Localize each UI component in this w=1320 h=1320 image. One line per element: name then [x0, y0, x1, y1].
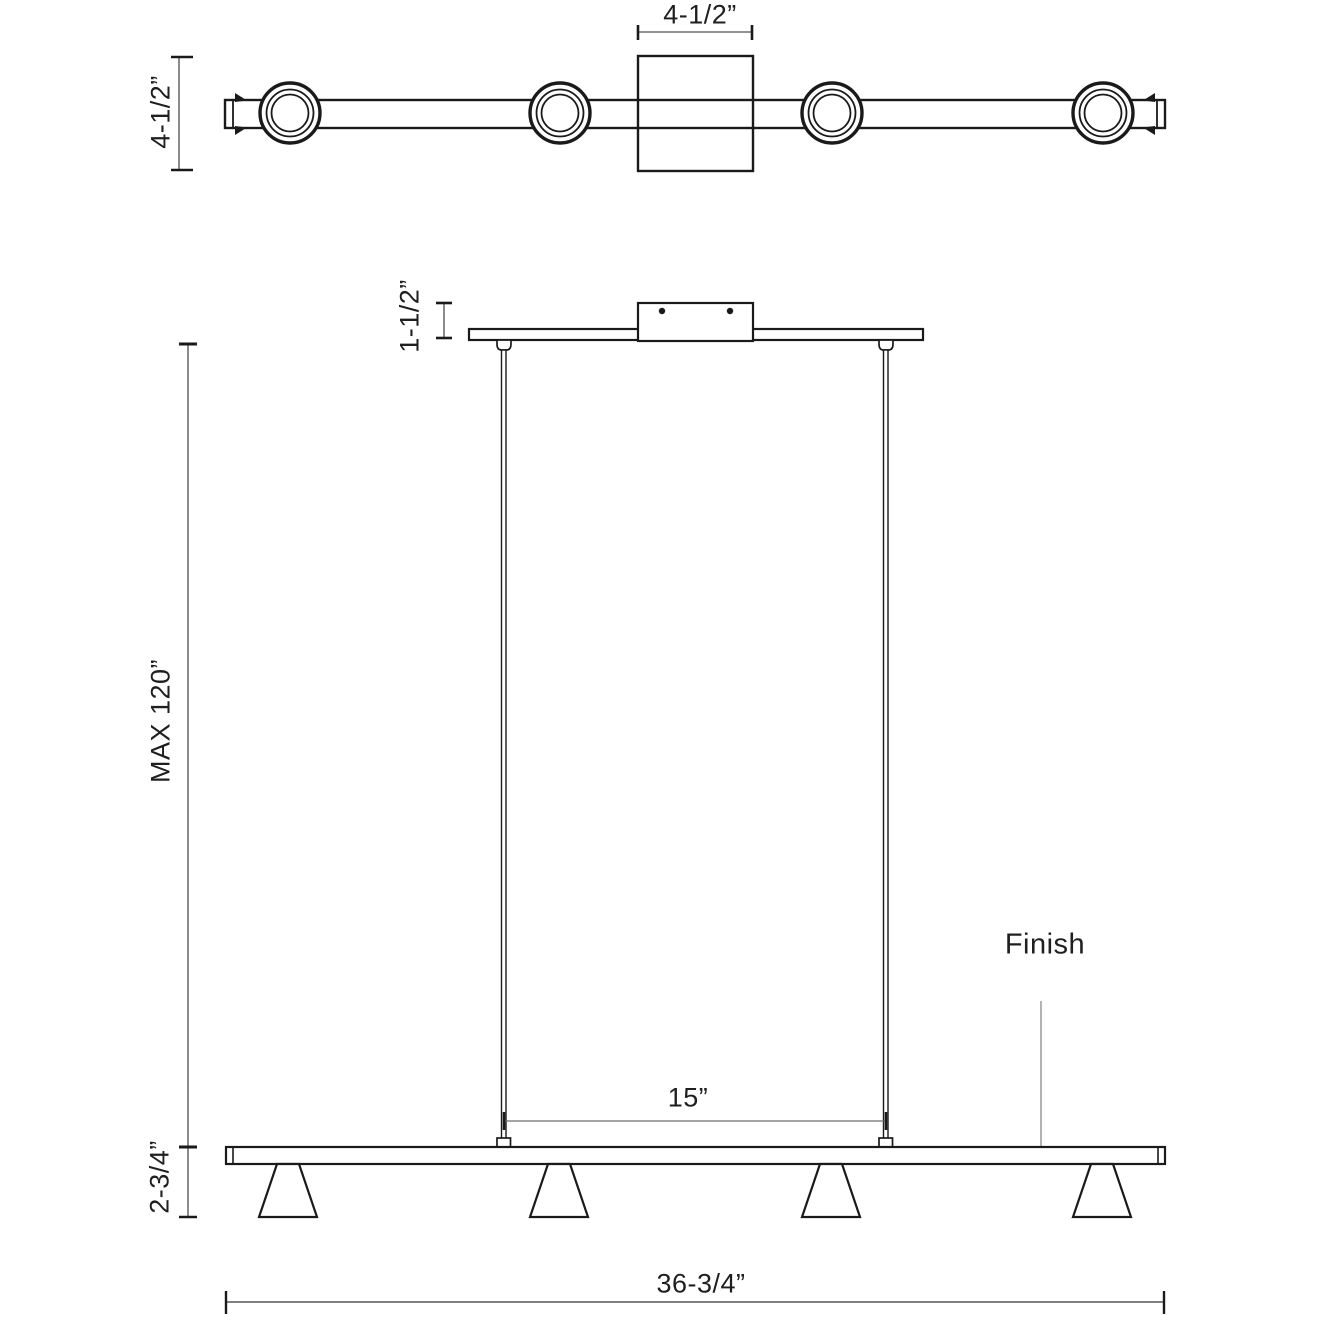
front-view-bar: [224, 1145, 1167, 1166]
top-view-light-3: [800, 81, 864, 145]
finish-callout-label: Finish: [1004, 928, 1086, 961]
dim-label-fixture-height: 2-3/4”: [144, 1140, 175, 1214]
dim-label-cable-span: 15”: [667, 1082, 709, 1113]
suspension-cable-right: [882, 349, 889, 1140]
screw-icon: [658, 307, 666, 315]
dim-label-top-depth: 4-1/2”: [145, 75, 176, 149]
dim-label-canopy-height: 1-1/2”: [394, 279, 425, 353]
front-view-cone-light-2: [528, 1162, 590, 1219]
finish-leader: [1036, 1001, 1046, 1158]
dim-label-max-drop: MAX 120”: [145, 658, 176, 784]
front-view: [179, 301, 1167, 1314]
top-view-light-1: [258, 81, 322, 145]
top-view-depth-dimension: [171, 55, 193, 172]
cable-span-dimension: [502, 1112, 888, 1130]
max-drop-dimension: [179, 342, 197, 1147]
front-view-junction-box: [636, 301, 755, 343]
canopy-height-dimension: [436, 301, 452, 340]
top-view-canopy: [636, 54, 755, 173]
top-view: [171, 25, 1167, 173]
dim-label-canopy-width: 4-1/2”: [663, 0, 737, 30]
top-view-light-4: [1071, 81, 1135, 145]
cable-top-connector-right: [878, 339, 894, 351]
suspension-cable-left: [500, 349, 507, 1140]
front-view-cone-light-4: [1071, 1162, 1133, 1219]
cable-top-connector-left: [496, 339, 512, 351]
endcap-arrow-icon: [1143, 126, 1155, 135]
endcap-arrow-icon: [235, 93, 247, 102]
endcap-arrow-icon: [1143, 93, 1155, 102]
fixture-height-dimension: [179, 1145, 197, 1219]
front-view-cone-light-3: [800, 1162, 862, 1219]
front-view-cone-light-1: [257, 1162, 319, 1219]
dim-label-fixture-length: 36-3/4”: [656, 1268, 746, 1299]
screw-icon: [726, 307, 734, 315]
endcap-arrow-icon: [235, 126, 247, 135]
top-view-bar: [223, 98, 1167, 130]
fixture-length-dimension: [224, 1291, 1166, 1314]
top-view-canopy-width-dimension: [636, 25, 754, 40]
top-view-light-2: [528, 81, 592, 145]
